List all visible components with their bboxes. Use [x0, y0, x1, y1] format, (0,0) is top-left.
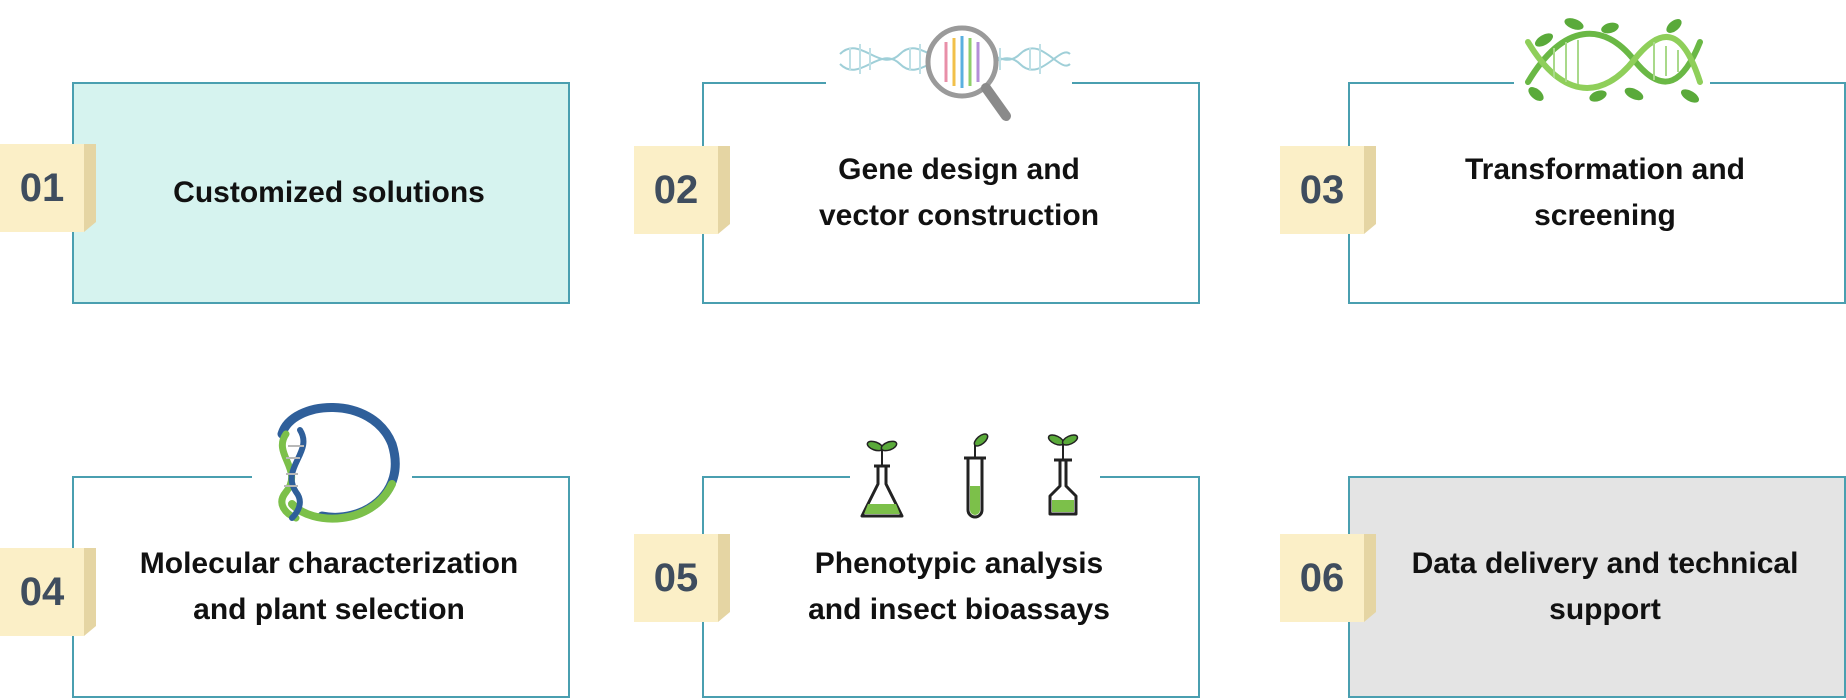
step-badge-6: 06	[1280, 534, 1376, 622]
circular-dna-icon	[252, 394, 412, 530]
step-card-3: Transformation and screening	[1348, 82, 1846, 304]
step-label-6: Data delivery and technical support	[1411, 547, 1799, 626]
leafy-dna-icon	[1514, 12, 1710, 110]
step-badge-3: 03	[1280, 146, 1376, 234]
step-badge-5: 05	[634, 534, 730, 622]
flask-seedlings-icon	[850, 430, 1100, 522]
step-label-1: Customized solutions	[173, 176, 485, 209]
step-label-2: Gene design and vector construction	[818, 153, 1100, 232]
step-card-4: Molecular characterization and plant sel…	[72, 476, 570, 698]
step-number-6: 06	[1299, 555, 1345, 600]
step-badge-1: 01	[0, 144, 96, 232]
step-label-4: Molecular characterization and plant sel…	[139, 547, 519, 626]
step-number-1: 01	[19, 165, 65, 210]
dna-magnifier-icon	[826, 16, 1072, 126]
step-number-3: 03	[1299, 167, 1345, 212]
step-label-3: Transformation and screening	[1464, 153, 1746, 232]
step-number-2: 02	[653, 167, 699, 212]
step-label-5: Phenotypic analysis and insect bioassays	[808, 547, 1110, 626]
step-card-1: Customized solutions	[72, 82, 570, 304]
step-badge-2: 02	[634, 146, 730, 234]
step-card-6: Data delivery and technical support	[1348, 476, 1846, 698]
step-badge-4: 04	[0, 548, 96, 636]
step-number-5: 05	[653, 555, 699, 600]
step-number-4: 04	[19, 569, 65, 614]
